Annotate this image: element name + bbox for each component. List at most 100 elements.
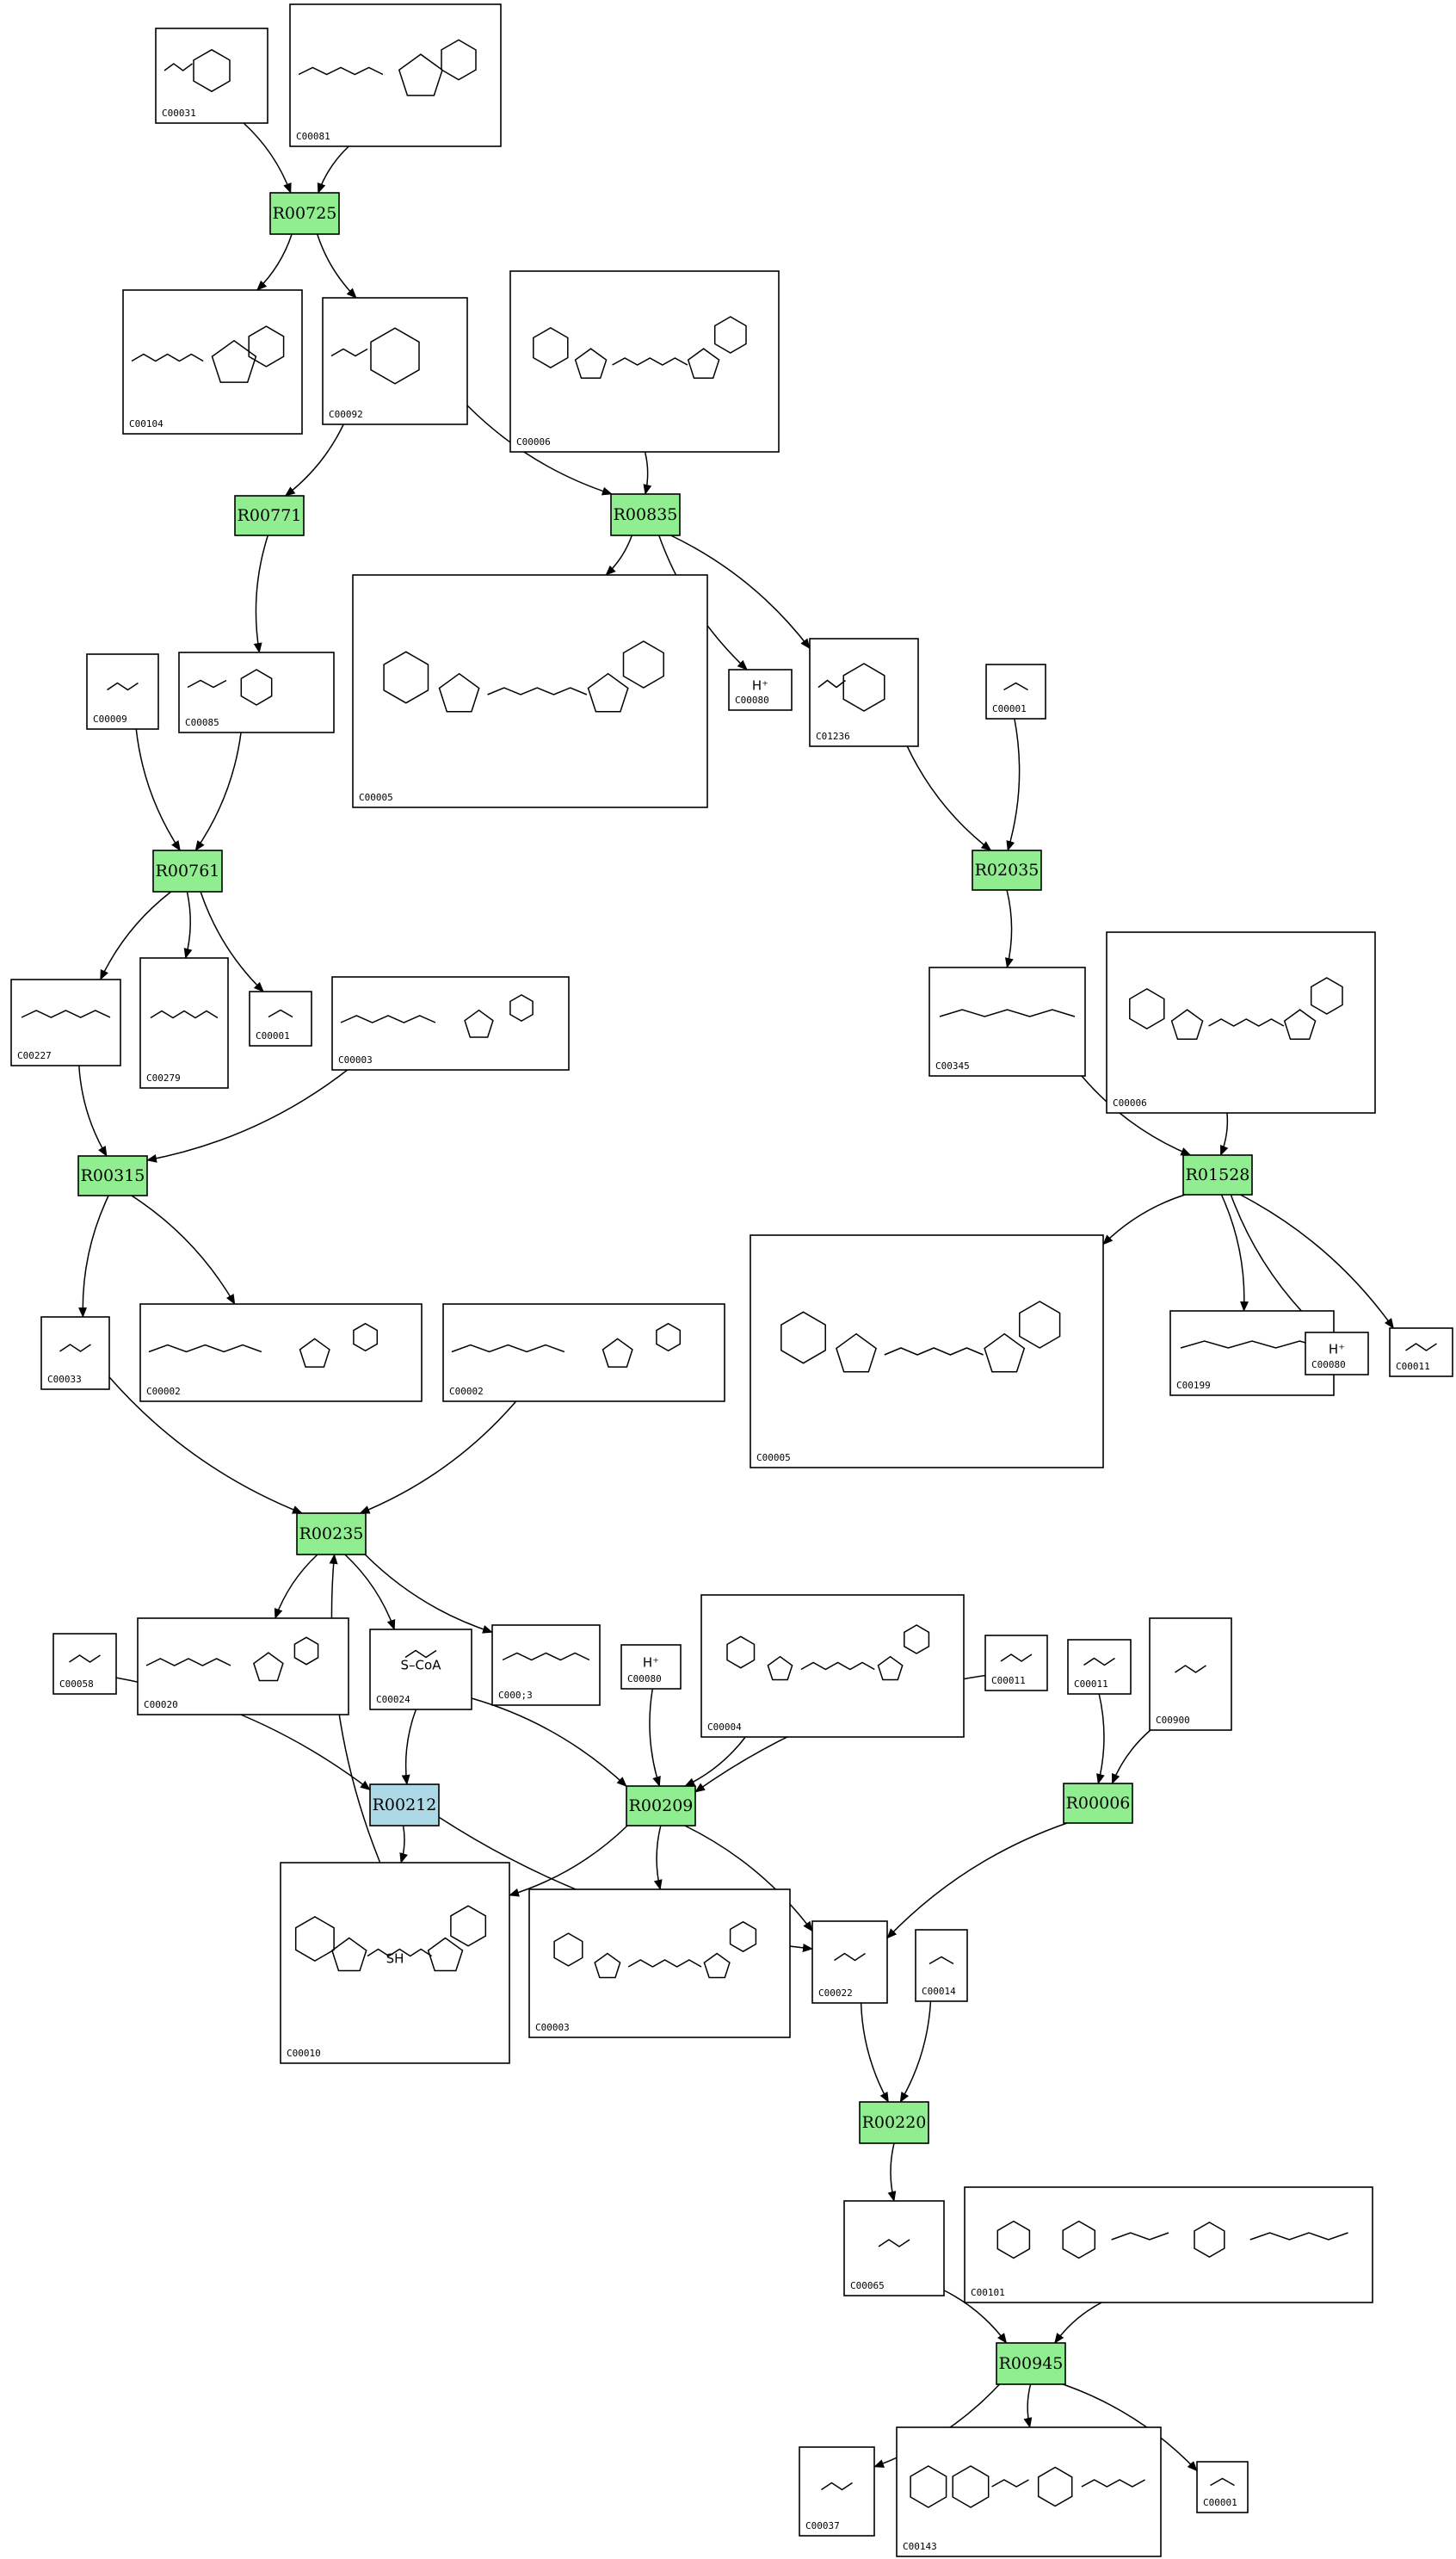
compound-node[interactable]: C01236 <box>809 638 919 747</box>
ring-bond <box>910 2465 947 2508</box>
ring-bond <box>299 1338 330 1368</box>
ring-bond <box>293 1636 319 1666</box>
chain-bond <box>404 1649 437 1659</box>
edge-c00033-r00235 <box>108 1376 303 1514</box>
compound-node[interactable]: C00002 <box>442 1303 725 1402</box>
reaction-node[interactable]: R00315 <box>77 1155 148 1196</box>
reaction-node[interactable]: R01528 <box>1182 1154 1253 1196</box>
compound-node[interactable]: C00001 <box>1196 2461 1249 2513</box>
compound-node[interactable]: C00004 <box>700 1594 965 1738</box>
compound-label: C00031 <box>162 108 196 119</box>
compound-node[interactable]: C00011 <box>1067 1639 1132 1695</box>
compound-box <box>799 2446 875 2537</box>
reaction-node[interactable]: R00220 <box>859 2101 929 2144</box>
compound-node[interactable]: H⁺C00080 <box>728 669 793 711</box>
ring-bond <box>533 327 569 368</box>
edge-r00235-c00013 <box>364 1554 493 1634</box>
compound-node[interactable]: C00003 <box>331 976 570 1071</box>
compound-node[interactable]: C00227 <box>10 979 121 1066</box>
ring-bond <box>1310 977 1343 1015</box>
compound-box <box>929 967 1086 1077</box>
reaction-node[interactable]: R02035 <box>972 850 1042 891</box>
ring-bond <box>726 1635 756 1669</box>
ring-bond <box>767 1655 793 1681</box>
chain-bond <box>1081 2479 1145 2488</box>
chain-bond <box>878 2239 910 2247</box>
compound-node[interactable]: H⁺C00080 <box>620 1644 682 1690</box>
compound-node[interactable]: C000;3 <box>491 1624 601 1706</box>
edge-c00092-r00835 <box>466 405 613 496</box>
compound-node[interactable]: C00101 <box>964 2186 1373 2303</box>
compound-node[interactable]: C00006 <box>1106 931 1376 1114</box>
reaction-box <box>996 2342 1066 2385</box>
chain-bond <box>884 1347 984 1356</box>
compound-node[interactable]: C00345 <box>929 967 1086 1077</box>
compound-node[interactable]: C00014 <box>915 1929 968 2002</box>
edge-c00080c-r00209 <box>649 1688 661 1787</box>
chain-bond <box>502 1652 590 1661</box>
chain-bond <box>1210 2477 1235 2487</box>
compound-node[interactable]: H⁺C00080 <box>1305 1332 1369 1375</box>
compound-label: C00081 <box>296 131 330 142</box>
ring-bond <box>294 1916 335 1962</box>
compound-node[interactable]: C00005 <box>750 1234 1104 1468</box>
compound-node[interactable]: C00037 <box>799 2446 875 2537</box>
compound-label: C00003 <box>338 1054 373 1066</box>
compound-label: C00014 <box>922 1986 956 1997</box>
edge-r01528-c00199 <box>1220 1194 1249 1312</box>
reaction-node[interactable]: R00006 <box>1063 1783 1133 1824</box>
compound-box <box>1067 1639 1132 1695</box>
compound-node[interactable]: C00058 <box>52 1633 117 1695</box>
compound-label: C00085 <box>185 717 219 728</box>
reaction-box <box>859 2101 929 2144</box>
compound-node[interactable]: C00081 <box>289 3 502 147</box>
compound-node[interactable]: C00033 <box>40 1316 110 1390</box>
ring-bond <box>240 669 273 706</box>
ring-bond <box>383 651 429 704</box>
compound-node[interactable]: C00002 <box>139 1303 423 1402</box>
compound-node[interactable]: C00031 <box>155 28 268 124</box>
compound-node[interactable]: C00011 <box>984 1635 1048 1691</box>
compound-label: C00080 <box>627 1673 662 1684</box>
ring-bond <box>656 1322 682 1352</box>
reaction-node[interactable]: R00761 <box>152 850 223 893</box>
compound-node[interactable]: C00001 <box>985 664 1046 720</box>
compound-box <box>86 653 159 730</box>
ring-bond <box>1283 1009 1317 1041</box>
compound-node[interactable]: C00009 <box>86 653 159 730</box>
ring-bond <box>353 1322 379 1352</box>
compound-node[interactable]: C00279 <box>139 957 229 1089</box>
ring-bond <box>248 325 285 368</box>
chain-bond <box>59 1344 91 1352</box>
compound-node[interactable]: C00022 <box>811 1920 888 2004</box>
compound-node[interactable]: C00900 <box>1149 1617 1232 1731</box>
reaction-node[interactable]: R00945 <box>996 2342 1066 2385</box>
ring-bond <box>1019 1301 1061 1349</box>
compound-box <box>137 1617 349 1715</box>
compound-node[interactable]: C00104 <box>122 289 303 435</box>
reaction-box <box>269 192 340 235</box>
compound-node[interactable]: C00085 <box>178 652 335 733</box>
reaction-node[interactable]: R00835 <box>610 493 681 536</box>
ring-bond <box>842 663 885 712</box>
edge-r02035-c00345 <box>1004 889 1014 968</box>
compound-node[interactable]: C00020 <box>137 1617 349 1715</box>
compound-node[interactable]: C00003 <box>528 1888 791 2038</box>
compound-node[interactable]: C00011 <box>1389 1327 1453 1377</box>
compound-label: C00065 <box>850 2280 885 2291</box>
compound-label: C00101 <box>971 2287 1005 2298</box>
compound-node[interactable]: C00065 <box>843 2200 945 2296</box>
compound-node[interactable]: C00092 <box>322 297 468 425</box>
compound-node[interactable]: C00005 <box>352 574 708 808</box>
compound-node[interactable]: C00001 <box>249 991 312 1047</box>
reaction-node[interactable]: R00725 <box>269 192 340 235</box>
compound-box <box>331 976 570 1071</box>
reaction-node[interactable]: R00212 <box>369 1783 440 1827</box>
reaction-node[interactable]: R00235 <box>296 1512 367 1555</box>
compound-node[interactable]: C00143 <box>896 2426 1162 2557</box>
reaction-node[interactable]: R00771 <box>234 495 305 536</box>
reaction-node[interactable]: R00209 <box>626 1785 696 1827</box>
compound-node[interactable]: C00006 <box>509 270 780 453</box>
